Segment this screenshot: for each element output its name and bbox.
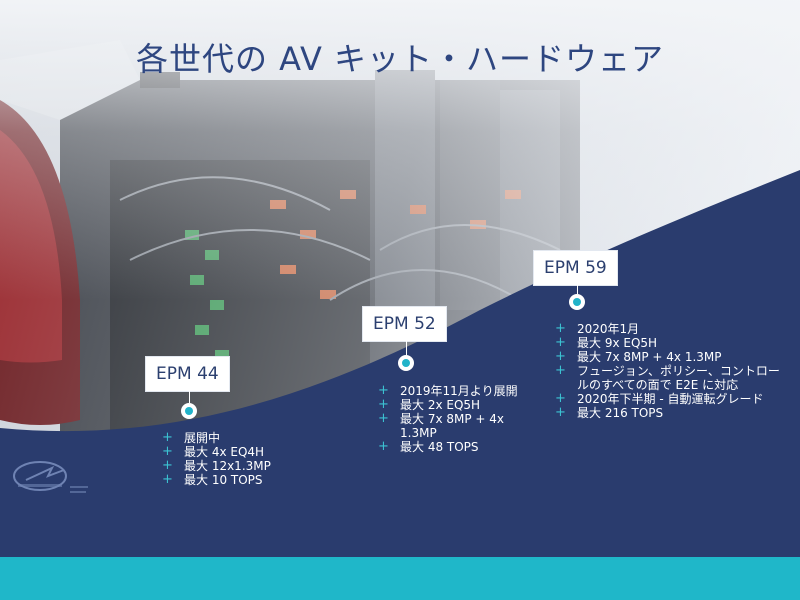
generation-features-epm52: +2019年11月より展開 +最大 2x EQ5H +最大 7x 8MP + 4… xyxy=(378,383,538,455)
list-item: +最大 7x 8MP + 4x 1.3MP xyxy=(555,349,722,365)
timeline-node xyxy=(569,294,585,310)
generation-label-epm44: EPM 44 xyxy=(145,356,230,392)
callout-stem xyxy=(406,341,407,355)
plus-icon: + xyxy=(162,444,173,459)
timeline-node xyxy=(181,403,197,419)
list-item: +最大 2x EQ5H xyxy=(378,397,481,413)
plus-icon: + xyxy=(378,397,389,412)
plus-icon: + xyxy=(378,411,389,426)
plus-icon: + xyxy=(162,458,173,473)
list-item: +最大 12x1.3MP xyxy=(162,458,271,474)
footer-band xyxy=(0,557,800,600)
generation-label-epm52: EPM 52 xyxy=(362,306,447,342)
generation-features-epm59: +2020年1月 +最大 9x EQ5H +最大 7x 8MP + 4x 1.3… xyxy=(555,321,790,421)
callout-stem xyxy=(577,285,578,294)
list-item: +2020年下半期 - 自動運転グレード xyxy=(555,391,764,407)
mobileye-logo xyxy=(13,461,88,493)
plus-icon: + xyxy=(162,472,173,487)
list-item: +2020年1月 xyxy=(555,321,640,337)
list-item: +最大 4x EQ4H xyxy=(162,444,265,460)
list-item: +最大 9x EQ5H xyxy=(555,335,658,351)
plus-icon: + xyxy=(555,349,566,364)
generation-label-epm59: EPM 59 xyxy=(533,250,618,286)
list-item: +最大 216 TOPS xyxy=(555,405,664,421)
list-item: +最大 48 TOPS xyxy=(378,439,479,455)
plus-icon: + xyxy=(555,363,566,378)
callout-stem xyxy=(189,391,190,403)
timeline-node xyxy=(398,355,414,371)
list-item: +最大 7x 8MP + 4x 1.3MP xyxy=(378,411,505,441)
list-item: +展開中 xyxy=(162,430,221,446)
list-item: +2019年11月より展開 xyxy=(378,383,518,399)
list-item: +フュージョン、ポリシー、コントロールのすべての面で E2E に対応 xyxy=(555,363,780,393)
list-item: +最大 10 TOPS xyxy=(162,472,263,488)
plus-icon: + xyxy=(555,391,566,406)
plus-icon: + xyxy=(555,321,566,336)
plus-icon: + xyxy=(378,439,389,454)
plus-icon: + xyxy=(378,383,389,398)
plus-icon: + xyxy=(555,405,566,420)
plus-icon: + xyxy=(555,335,566,350)
plus-icon: + xyxy=(162,430,173,445)
generation-features-epm44: +展開中 +最大 4x EQ4H +最大 12x1.3MP +最大 10 TOP… xyxy=(162,430,352,488)
page-title: 各世代の AV キット・ハードウェア xyxy=(135,40,665,78)
